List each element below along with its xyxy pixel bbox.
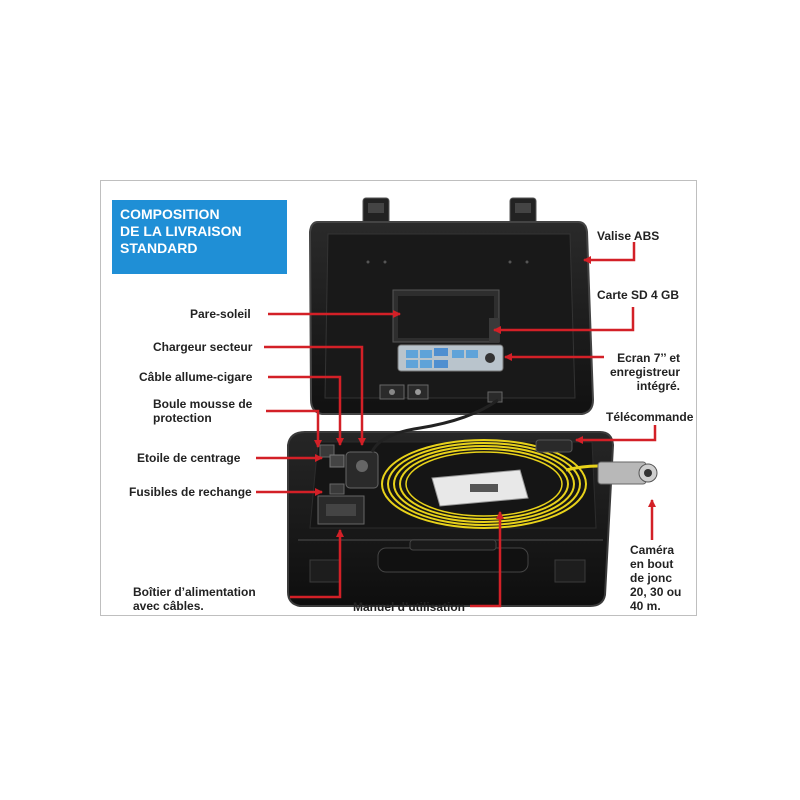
label-boitier-line-2: avec câbles. (133, 599, 204, 613)
foam-ball (319, 444, 335, 458)
remote-control (535, 439, 573, 453)
callout-arrows (256, 242, 657, 608)
label-camera-line-5: 40 m. (630, 599, 661, 613)
label-ecran-line-3: intégré. (636, 379, 680, 393)
label-cable-allume-cigare: Câble allume-cigare (139, 370, 253, 384)
sun-shade (392, 289, 500, 343)
charger (345, 451, 379, 489)
label-ecran-line-2: enregistreur (609, 365, 680, 379)
title-line-3: STANDARD (120, 240, 198, 256)
label-telecommande: Télécommande (606, 410, 694, 424)
label-boule-mousse: Boule mousse de protection (153, 397, 252, 425)
label-ecran: Ecran 7’’ et enregistreur intégré. (600, 351, 680, 393)
label-camera: Caméra en bout de jonc 20, 30 ou 40 m. (630, 543, 681, 613)
label-valise: Valise ABS (597, 229, 660, 243)
label-pare-soleil: Pare-soleil (190, 307, 251, 321)
centering-star (329, 454, 345, 468)
cable-reel (381, 439, 587, 529)
label-fusibles: Fusibles de rechange (129, 485, 252, 499)
label-carte-sd: Carte SD 4 GB (597, 288, 680, 302)
title-line-2: DE LA LIVRAISON (120, 223, 242, 239)
label-chargeur: Chargeur secteur (153, 340, 253, 354)
spare-fuses (329, 483, 345, 495)
label-camera-line-3: de jonc (630, 571, 673, 585)
label-boitier: Boîtier d’alimentation avec câbles. (133, 585, 256, 613)
label-boitier-line-1: Boîtier d’alimentation (133, 585, 256, 599)
lid-latch-left (362, 197, 390, 229)
camera-head (597, 461, 658, 485)
power-box (317, 495, 365, 525)
lid-latch-right (509, 197, 537, 229)
label-camera-line-4: 20, 30 ou (630, 585, 682, 599)
label-boule-line-1: Boule mousse de (153, 397, 253, 411)
label-etoile: Etoile de centrage (137, 451, 241, 465)
label-manuel: Manuel d’utilisation (353, 600, 466, 614)
title-line-1: COMPOSITION (120, 206, 220, 222)
title-box: COMPOSITION DE LA LIVRAISON STANDARD (112, 200, 287, 274)
user-manual (431, 469, 529, 507)
screen-recorder-panel (397, 344, 504, 372)
label-camera-line-2: en bout (630, 557, 674, 571)
label-camera-line-1: Caméra (630, 543, 675, 557)
label-boule-line-2: protection (153, 411, 212, 425)
label-ecran-line-1: Ecran 7’’ et (617, 351, 680, 365)
